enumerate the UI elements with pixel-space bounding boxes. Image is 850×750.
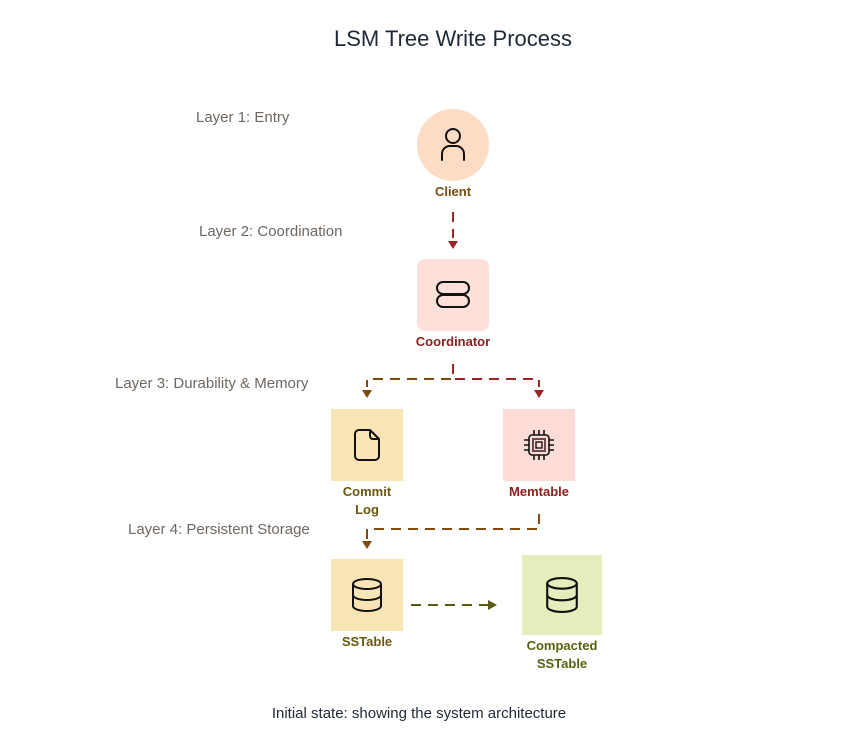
sstable-node[interactable]: [331, 559, 403, 631]
commit-log-label-line2: Log: [355, 502, 379, 517]
coordinator-node[interactable]: [417, 259, 489, 331]
commit-log-label: Commit Log: [307, 483, 427, 519]
database-icon: [546, 577, 578, 613]
database-icon: [352, 578, 382, 612]
client-node[interactable]: [417, 109, 489, 181]
server-icon: [436, 281, 470, 308]
cpu-chip-icon: [524, 430, 554, 460]
user-icon: [441, 128, 465, 161]
compacted-sstable-node[interactable]: [522, 555, 602, 635]
compacted-sstable-label: Compacted SSTable: [502, 637, 622, 673]
compacted-sstable-label-line2: SSTable: [536, 656, 588, 671]
layer-2-label: Layer 2: Coordination: [199, 223, 343, 240]
commit-log-label-line1: Commit: [342, 484, 392, 499]
edge-coordinator-memtable: [452, 364, 544, 398]
edge-client-coordinator: [448, 212, 458, 249]
memtable-node[interactable]: [503, 409, 575, 481]
commit-log-node[interactable]: [331, 409, 403, 481]
layer-1-label: Layer 1: Entry: [196, 109, 290, 126]
status-caption: Initial state: showing the system archit…: [271, 705, 567, 722]
file-icon: [354, 429, 380, 461]
client-label: Client: [434, 184, 472, 199]
edge-sstable-compacted: [411, 600, 497, 610]
edge-memtable-sstable: [362, 514, 540, 549]
coordinator-label: Coordinator: [415, 334, 491, 349]
layer-3-label: Layer 3: Durability & Memory: [115, 375, 309, 392]
memtable-label: Memtable: [509, 484, 569, 499]
layer-4-label: Layer 4: Persistent Storage: [128, 521, 310, 538]
compacted-sstable-label-line1: Compacted: [526, 638, 598, 653]
sstable-label: SSTable: [341, 634, 393, 649]
diagram-title: LSM Tree Write Process: [334, 26, 572, 51]
edge-coordinator-commit-log: [362, 364, 454, 398]
